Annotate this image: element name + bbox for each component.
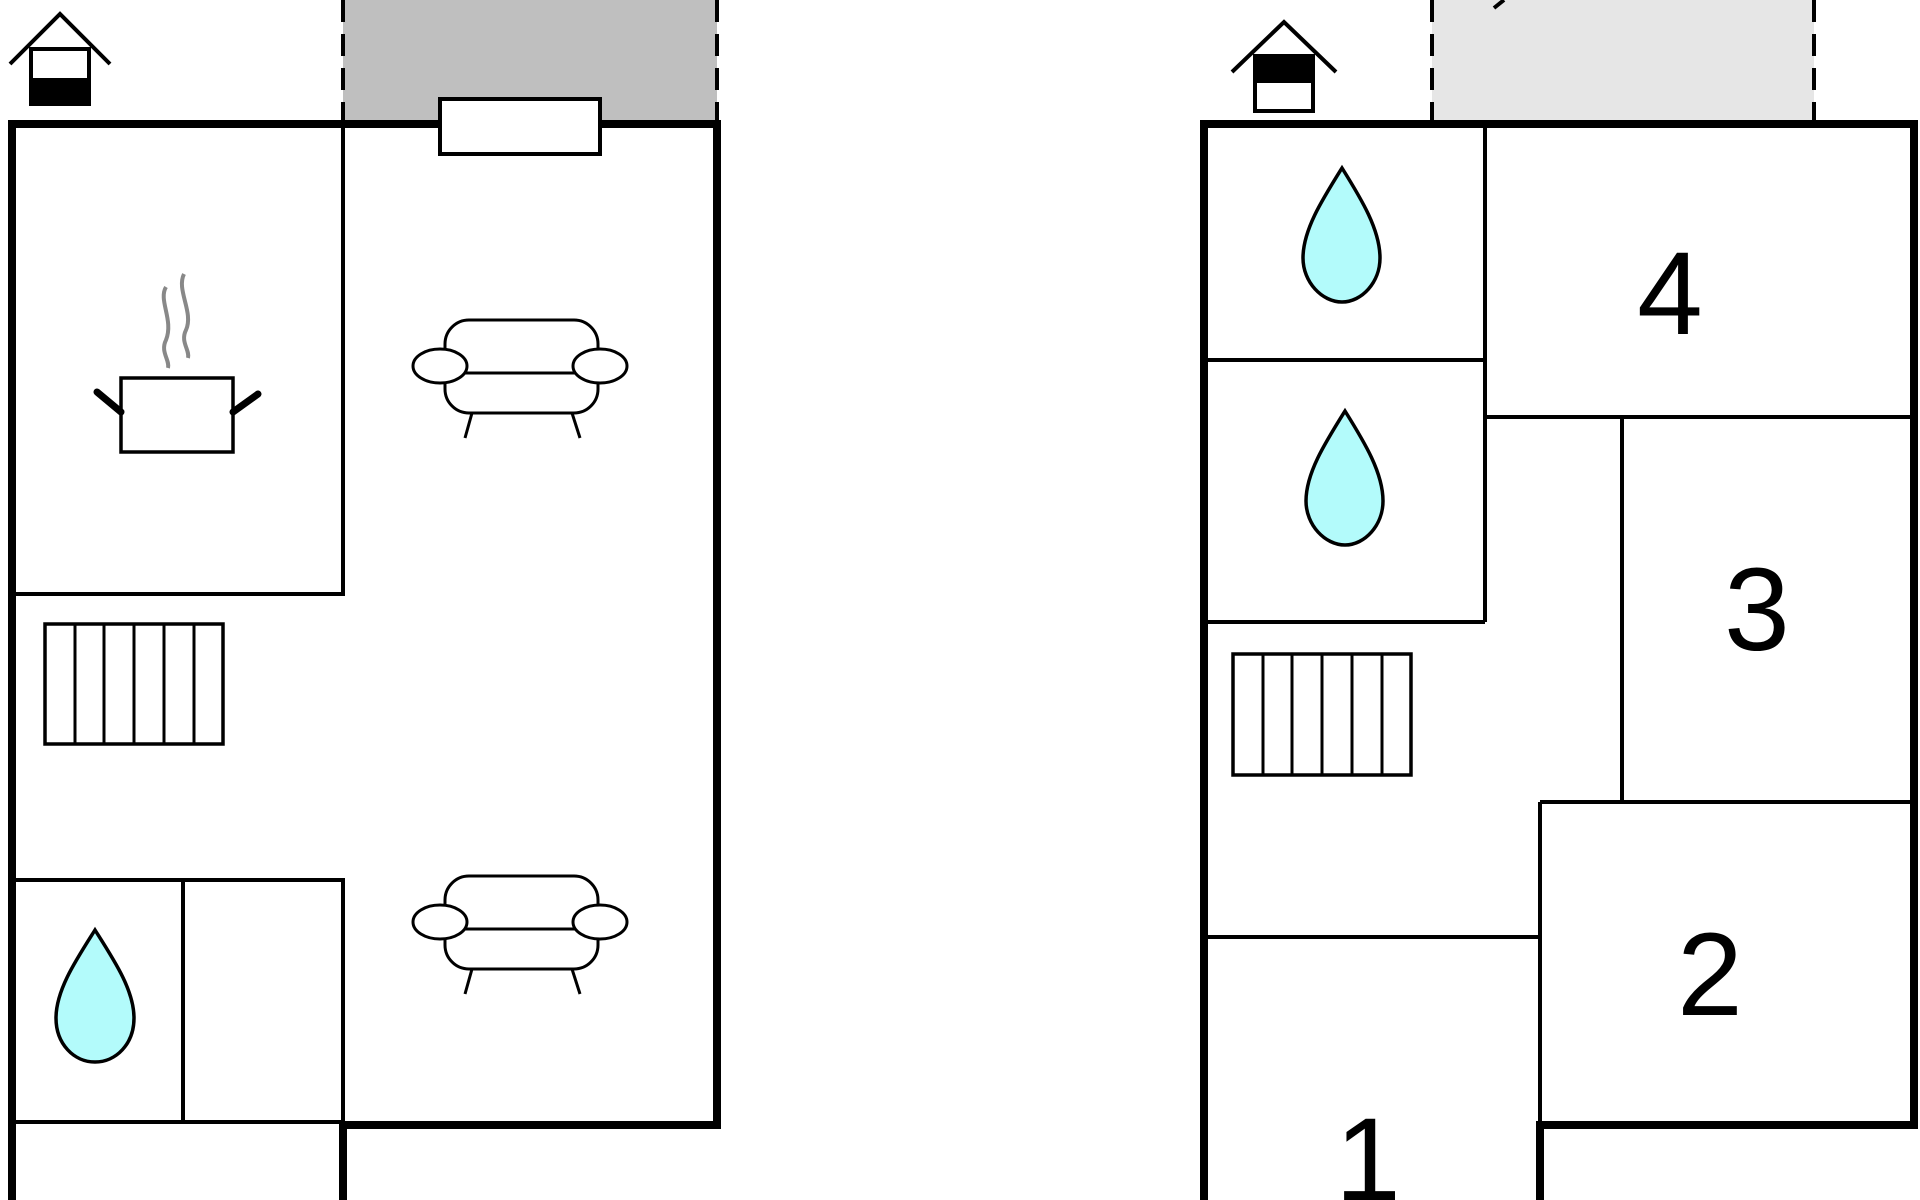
water-drop-icon [1301, 164, 1382, 304]
ground-floor [8, 0, 721, 1200]
balcony [1432, 0, 1814, 124]
house-ground-floor-icon [8, 11, 112, 106]
kitchen-wall [12, 124, 345, 596]
terrace-door [438, 97, 602, 156]
water-drop-icon [54, 926, 136, 1064]
sofa-icon [411, 874, 629, 995]
bedroom-1-label: 1 [1335, 1094, 1401, 1200]
upper-floor: 4 3 2 1 [1200, 0, 1918, 1200]
bedroom-3-label: 3 [1724, 544, 1790, 676]
water-drop-icon [1304, 407, 1385, 547]
stairs-icon [43, 622, 225, 746]
balcony-railing-mark [1492, 0, 1506, 10]
bedroom-4-label: 4 [1637, 228, 1703, 360]
bedroom-2-label: 2 [1677, 909, 1743, 1041]
bathroom-wall [12, 878, 345, 1125]
stairs-icon [1231, 652, 1413, 777]
upper-floor-outer-wall [1200, 120, 1918, 1200]
ground-floor-outer-wall [8, 120, 721, 1200]
house-upper-floor-icon [1230, 19, 1338, 113]
sofa-icon [411, 318, 629, 439]
cooking-pot-icon [93, 273, 262, 454]
